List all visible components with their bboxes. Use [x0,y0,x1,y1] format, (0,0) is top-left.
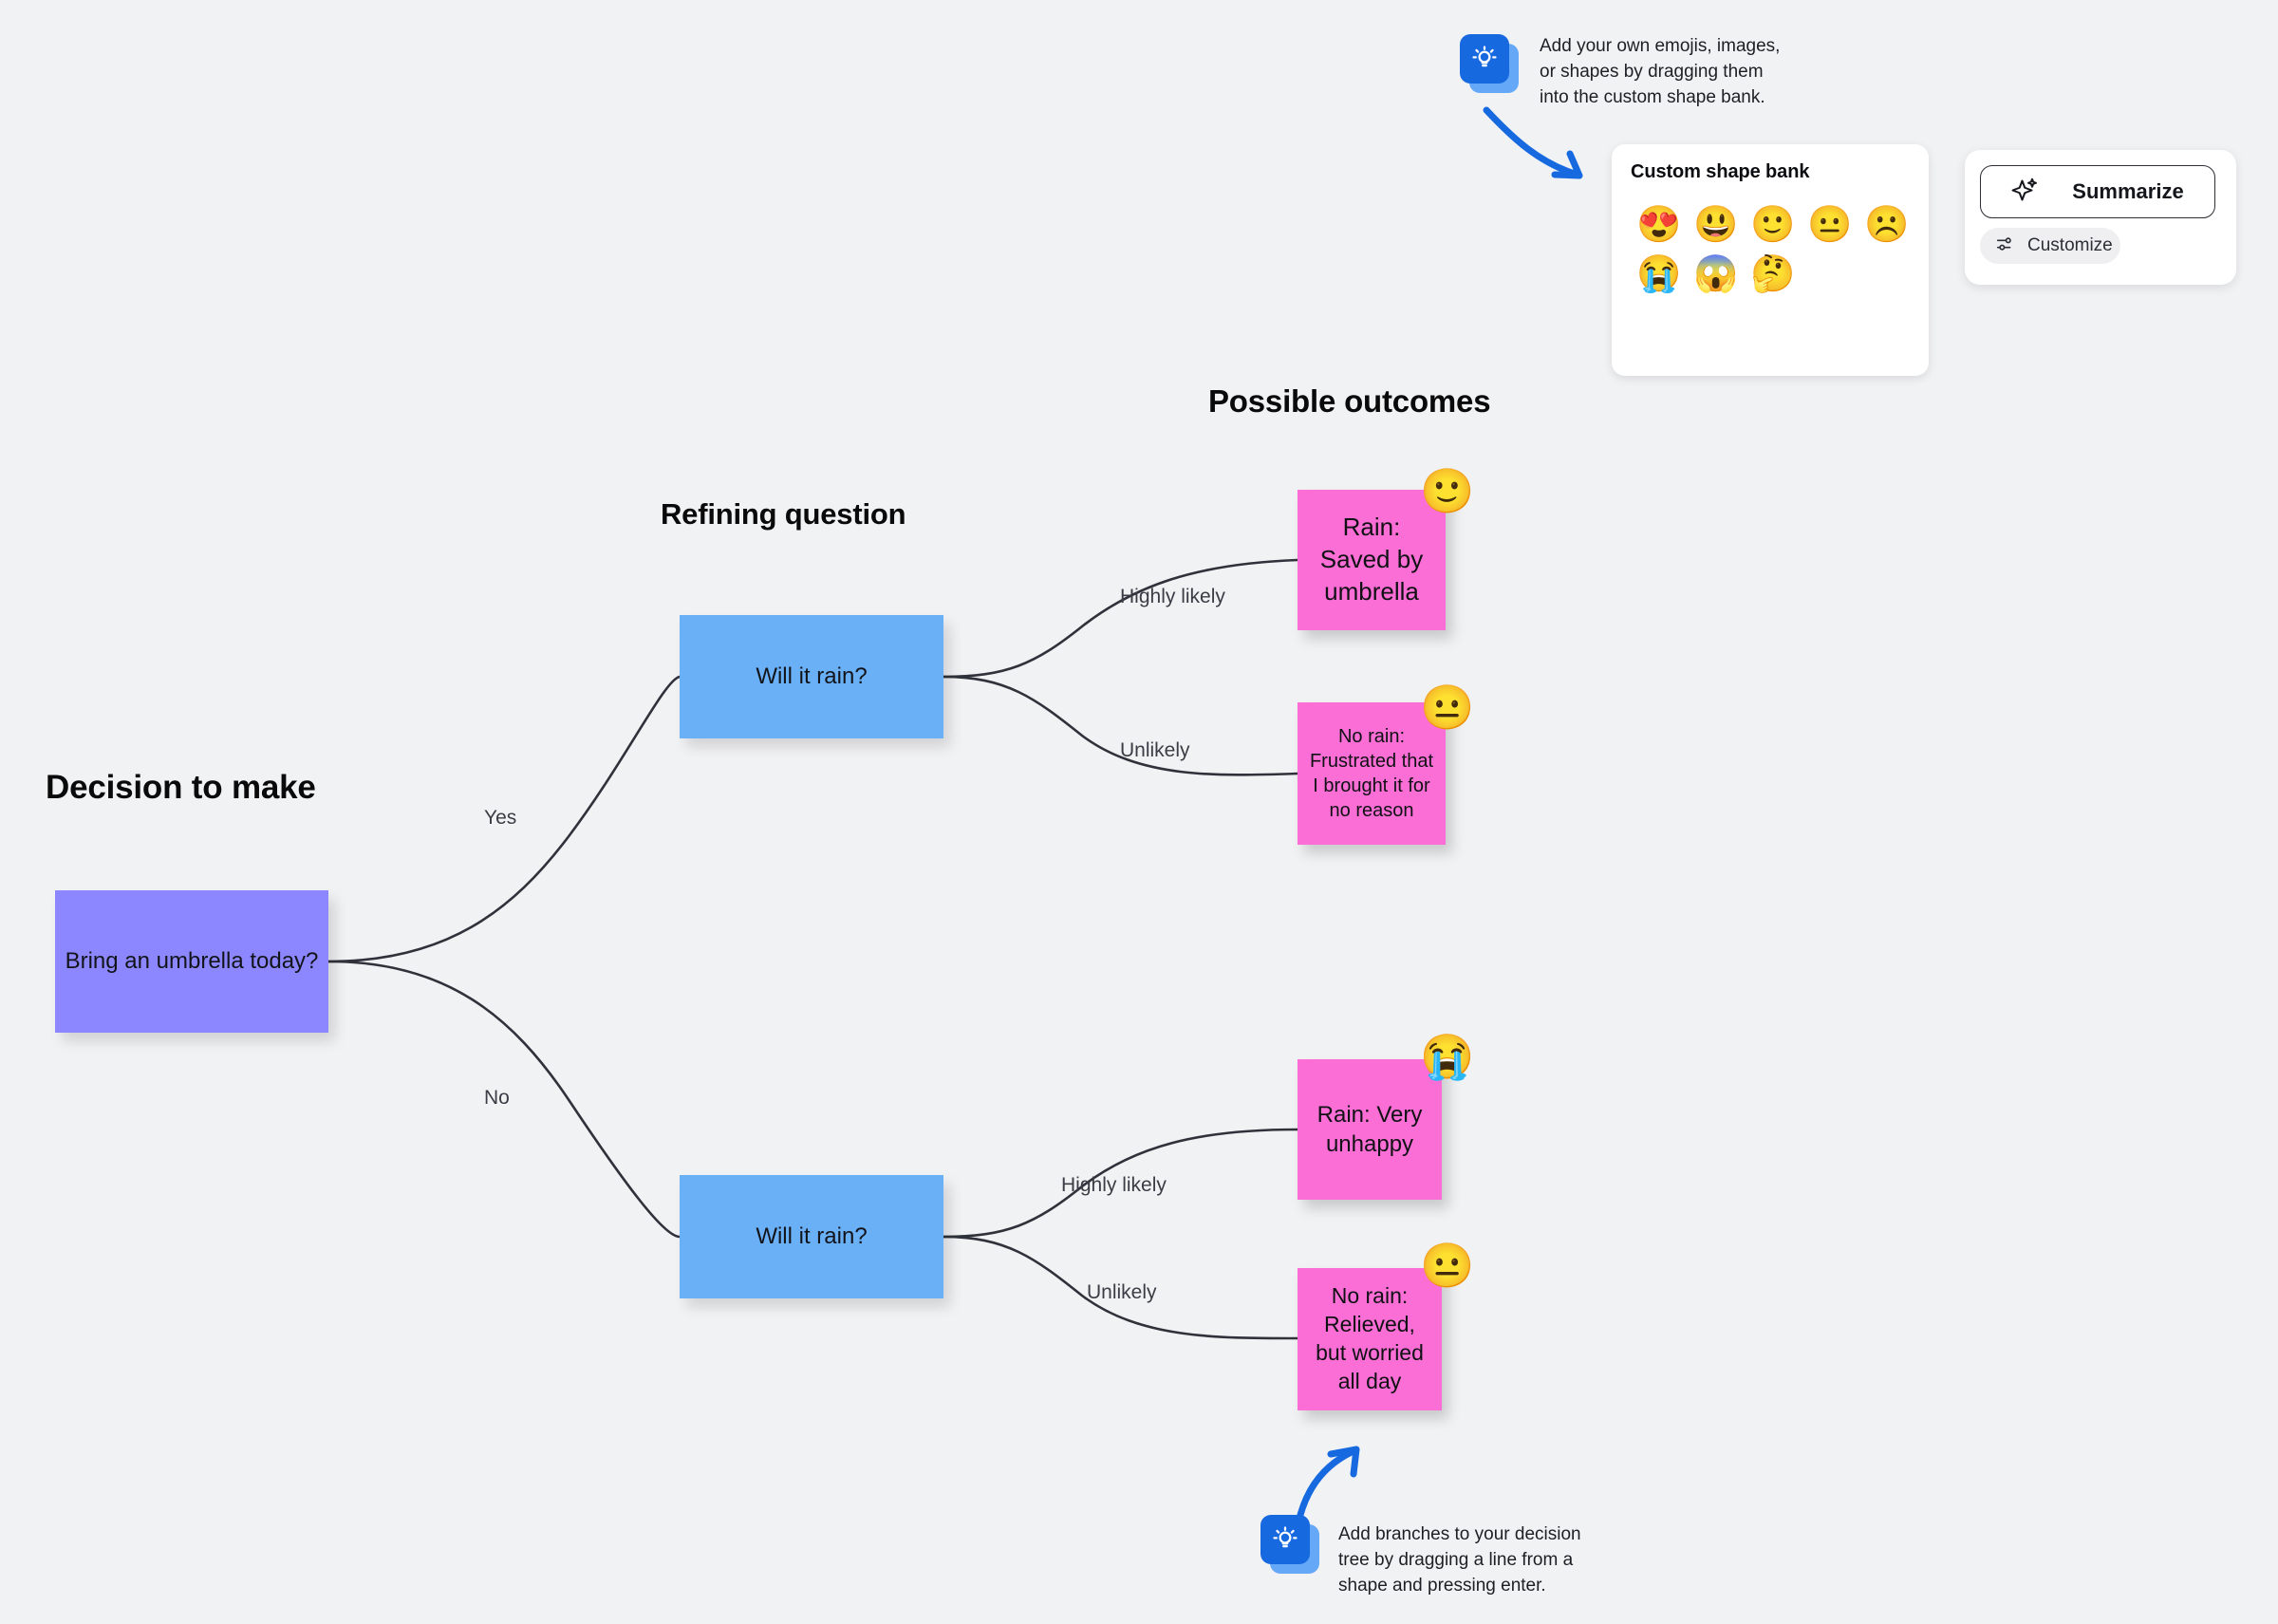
shape-bank-grid: 😍 😃 🙂 😐 ☹️ 😭 😱 🤔 [1631,200,1910,299]
customize-label: Customize [2027,235,2113,255]
thinking-face-icon[interactable]: 🤔 [1750,254,1796,294]
tip-text-top: Add your own emojis, images, or shapes b… [1540,36,1781,107]
customize-button[interactable]: Customize [1980,228,2120,264]
screaming-face-icon[interactable]: 😱 [1693,254,1739,294]
heading-refining-question: Refining question [661,497,906,531]
node-will-it-rain-no-branch[interactable]: Will it rain? [680,1175,943,1298]
edge-label-unlikely-upper: Unlikely [1120,739,1190,761]
neutral-face-icon-2[interactable]: 😐 [1420,1241,1475,1290]
tip-callout-top: Add your own emojis, images, or shapes b… [1460,34,1796,111]
sticky-note-no-rain-relieved[interactable]: No rain: Relieved, but worried all day [1298,1268,1442,1410]
sliders-icon [1995,233,2016,259]
edge-label-no: No [484,1087,510,1109]
edge-label-unlikely-lower: Unlikely [1087,1281,1157,1303]
neutral-face-icon[interactable]: 😐 [1807,205,1853,245]
edge-branch1-highly-likely [942,558,1299,679]
lightbulb-icon [1460,34,1519,93]
sticky-note-no-rain-frustrated[interactable]: No rain: Frustrated that I brought it fo… [1298,702,1446,845]
ai-actions-panel: Summarize Customize [1965,150,2236,285]
edge-label-highly-likely-lower: Highly likely [1061,1174,1167,1196]
summarize-label: Summarize [2072,179,2184,203]
frowning-face-icon[interactable]: ☹️ [1864,205,1910,245]
custom-shape-bank-panel[interactable]: Custom shape bank 😍 😃 🙂 😐 ☹️ 😭 😱 🤔 [1612,144,1929,376]
sparkle-icon [2011,176,2040,209]
lightbulb-icon-2 [1260,1515,1319,1574]
shape-bank-title: Custom shape bank [1631,161,1810,182]
edge-label-highly-likely-upper: Highly likely [1120,586,1225,607]
lightbulb-card-front-2 [1260,1515,1310,1564]
loudly-crying-face-icon[interactable]: 😭 [1636,254,1682,294]
node-will-it-rain-yes-branch[interactable]: Will it rain? [680,615,943,738]
tip-callout-bottom: Add branches to your decision tree by dr… [1260,1515,1604,1599]
loudly-crying-face-icon[interactable]: 😭 [1420,1032,1475,1081]
heading-decision-to-make: Decision to make [46,769,316,806]
summarize-button[interactable]: Summarize [1980,165,2215,218]
slightly-smiling-face-icon[interactable]: 🙂 [1750,205,1796,245]
lightbulb-card-front [1460,34,1509,84]
node-bring-umbrella[interactable]: Bring an umbrella today? [55,890,328,1033]
heart-eyes-face-icon[interactable]: 😍 [1636,205,1682,245]
neutral-face-icon[interactable]: 😐 [1420,682,1475,732]
heading-possible-outcomes: Possible outcomes [1208,383,1491,419]
sticky-note-rain-saved[interactable]: Rain: Saved by umbrella [1298,490,1446,630]
grinning-face-big-eyes-icon[interactable]: 😃 [1693,205,1739,245]
tip-arrow-top [1483,106,1583,179]
tip-arrow-bottom [1295,1446,1360,1526]
slightly-smiling-face-icon[interactable]: 🙂 [1420,466,1475,515]
sticky-note-rain-very-unhappy[interactable]: Rain: Very unhappy [1298,1059,1442,1200]
edge-label-yes: Yes [484,807,517,829]
tip-text-bottom: Add branches to your decision tree by dr… [1338,1524,1581,1596]
